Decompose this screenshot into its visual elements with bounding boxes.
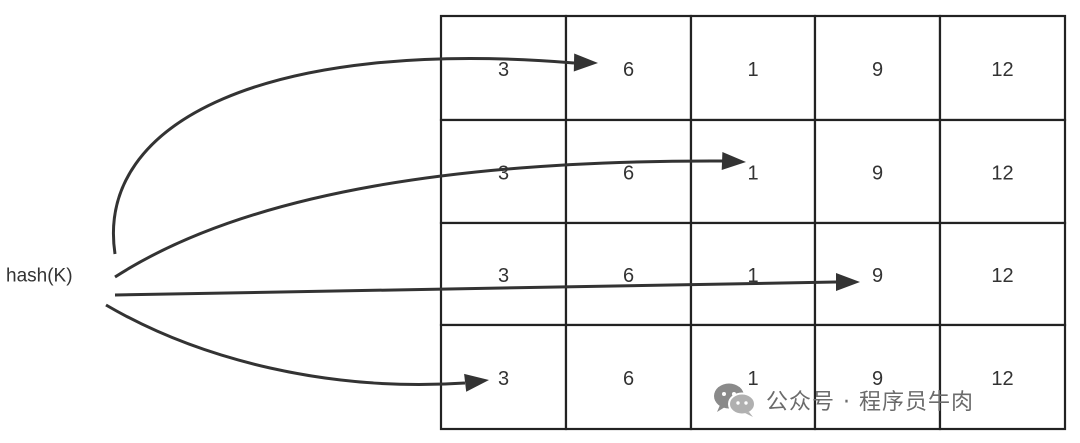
cell-value: 9 <box>872 368 883 390</box>
cell-value: 12 <box>991 368 1013 390</box>
cell-value: 1 <box>747 368 758 390</box>
cell-value: 6 <box>623 59 634 81</box>
table-cell <box>938 221 1067 327</box>
table-cell <box>564 323 693 431</box>
arrow-head-3 <box>836 273 860 291</box>
arrow-line-1 <box>112 57 575 255</box>
cell-value: 12 <box>991 265 1013 287</box>
cell-value: 3 <box>498 368 509 390</box>
wechat-icon <box>714 383 756 417</box>
watermark-text: 公众号 · 程序员牛肉 <box>766 390 974 415</box>
cell-value: 1 <box>747 265 758 287</box>
cell-value: 1 <box>747 163 758 185</box>
cell-value: 6 <box>623 265 634 287</box>
cell-value: 6 <box>623 368 634 390</box>
arrow-head-2 <box>721 152 746 170</box>
cell-value: 3 <box>498 59 509 81</box>
cell-value: 1 <box>747 59 758 81</box>
arrow-line-3 <box>114 280 837 297</box>
table-cell <box>689 118 817 225</box>
arrow-line-2 <box>114 159 724 279</box>
arrow-head-1 <box>573 53 598 72</box>
table-cell <box>938 323 1067 431</box>
table-cell <box>439 14 568 122</box>
table-cell <box>564 221 693 327</box>
table-cell <box>439 118 568 225</box>
cell-value: 3 <box>498 163 509 185</box>
arrow-head-4 <box>464 373 489 392</box>
cell-value: 9 <box>872 265 883 287</box>
table-cell <box>689 14 817 122</box>
table-cell <box>689 323 817 431</box>
table-cell <box>813 323 942 431</box>
cell-value: 12 <box>991 163 1013 185</box>
cell-value: 9 <box>872 163 883 185</box>
cell-value: 9 <box>872 59 883 81</box>
source-label: hash(K) <box>6 266 73 287</box>
hash-table-grid: 3 6 1 9 12 3 6 1 9 12 3 6 1 9 12 3 6 1 9 12 <box>439 14 1067 431</box>
cell-value: 3 <box>498 265 509 287</box>
arrows <box>105 53 860 392</box>
table-cell <box>938 118 1067 225</box>
table-cell <box>564 14 693 122</box>
cell-value: 12 <box>991 59 1013 81</box>
watermark: 公众号 · 程序员牛肉 <box>712 380 974 420</box>
cell-value: 6 <box>623 163 634 185</box>
arrow-line-4 <box>105 303 466 386</box>
